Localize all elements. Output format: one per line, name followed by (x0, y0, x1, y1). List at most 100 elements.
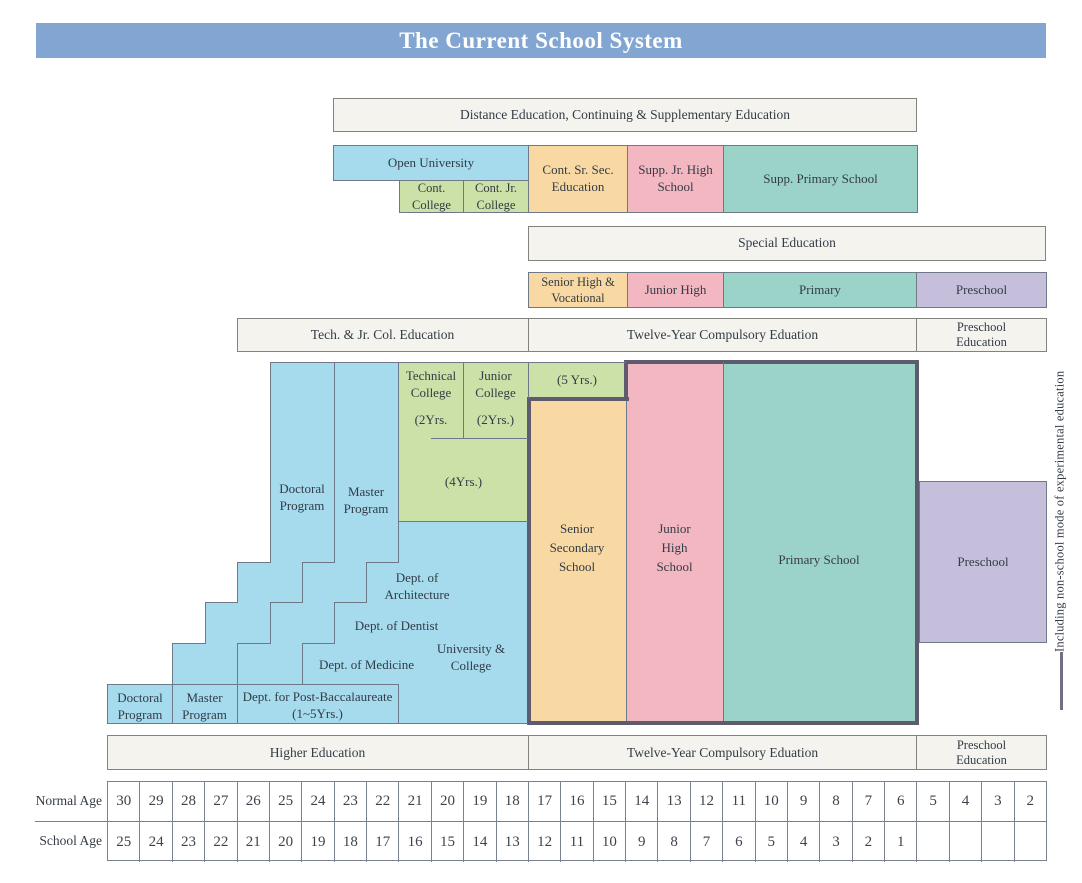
normal-age-cell: 7 (851, 782, 884, 821)
side-note-vertical-text: Including non-school mode of experimenta… (1052, 370, 1067, 652)
normal-age-cell: 18 (495, 782, 528, 821)
school-age-cell: 14 (463, 822, 495, 862)
school-age-cell: 5 (754, 822, 787, 862)
divider-line (528, 362, 529, 398)
school-age-cell: 21 (236, 822, 269, 862)
normal-age-cell: 12 (689, 782, 722, 821)
divider-line (237, 643, 271, 644)
normal-age-cell: 23 (333, 782, 366, 821)
compulsory-border-left (527, 397, 531, 725)
doctoral-program-bottom-label: Doctoral Program (117, 690, 163, 723)
open-university-label: Open University (387, 154, 475, 170)
mid-bar-twelve-year: Twelve-Year Compulsory Eduation (528, 318, 917, 352)
preschool-education-label: Preschool Education (956, 737, 1007, 767)
junior-college-yrs-label: (2Yrs.) (476, 412, 515, 427)
divider-line (237, 562, 238, 603)
normal-age-cell: 27 (204, 782, 236, 821)
normal-age-cell: 8 (819, 782, 851, 821)
divider-line (302, 562, 335, 563)
primary-school-region (723, 362, 917, 724)
divider-line (35, 821, 107, 822)
box-cont-college: Cont. College (399, 180, 464, 213)
primary-school-label: Primary School (778, 552, 860, 567)
school-age-cell: 4 (786, 822, 819, 862)
divider-line (107, 684, 399, 685)
school-age-cell: 23 (171, 822, 204, 862)
school-age-cell: 19 (301, 822, 333, 862)
mid-tech-label: Tech. & Jr. Col. Education (310, 327, 455, 342)
master-program-label: Master Program (343, 484, 389, 517)
box-cont-jr-college: Cont. Jr. College (463, 180, 529, 213)
mid-preschool-label: Preschool Education (956, 320, 1007, 349)
school-age-cell: 12 (527, 822, 560, 862)
divider-line (205, 602, 206, 644)
page-title: The Current School System (399, 27, 683, 53)
school-age-cell: 13 (495, 822, 528, 862)
school-age-cell: 1 (884, 822, 916, 862)
master-program-bottom-label: Master Program (182, 690, 227, 723)
divider-line (270, 362, 399, 363)
divider-line (626, 401, 627, 721)
divider-line (302, 562, 303, 603)
school-age-cell (916, 822, 948, 862)
five-year-jr-college-strip (528, 362, 626, 398)
special-education-bar: Special Education (528, 226, 1046, 261)
mid-bar-row (237, 318, 1047, 352)
normal-age-cell: 2 (1013, 782, 1046, 821)
mid-twelve-label: Twelve-Year Compulsory Eduation (626, 327, 819, 342)
normal-age-cell: 28 (171, 782, 204, 821)
school-age-cell: 9 (625, 822, 657, 862)
normal-age-cell: 10 (754, 782, 787, 821)
divider-line (399, 521, 528, 522)
school-age-cell: 3 (819, 822, 851, 862)
normal-age-cell: 25 (268, 782, 301, 821)
school-age-cell: 25 (116, 833, 132, 850)
divider-line (398, 684, 399, 724)
school-age-cell: 15 (430, 822, 463, 862)
school-age-cell: 16 (398, 822, 430, 862)
dept-medicine-label: Dept. of Medicine (319, 657, 414, 672)
divider-line (334, 362, 335, 562)
divider-line (431, 438, 528, 439)
school-age-label: School Age (39, 833, 102, 848)
school-age-cell: 20 (268, 822, 301, 862)
divider-line (107, 684, 108, 724)
divider-line (723, 362, 724, 721)
box-sped-senior-high: Senior High & Vocational (528, 272, 628, 308)
senior-secondary-region (528, 398, 626, 724)
cont-jr-college-label: Cont. Jr. College (474, 181, 518, 212)
box-sped-primary: Primary (723, 272, 917, 308)
dept-architecture-label: Dept. of Architecture (384, 570, 450, 603)
bottom-bar-higher: Higher Education (107, 735, 528, 770)
divider-line (107, 723, 528, 724)
school-age-cell: 10 (592, 822, 625, 862)
university-college-label: University & College (436, 641, 506, 674)
divider-line (528, 735, 529, 770)
preschool-main-label: Preschool (957, 553, 1009, 569)
higher-education-label: Higher Education (269, 744, 366, 760)
school-age-cell (1013, 822, 1046, 862)
box-supp-jr-high: Supp. Jr. High School (627, 145, 724, 213)
box-cont-sr-sec: Cont. Sr. Sec. Education (528, 145, 628, 213)
normal-age-cell: 15 (592, 782, 625, 821)
divider-line (172, 684, 173, 724)
divider-line (270, 362, 271, 562)
box-preschool-main: Preschool (919, 481, 1047, 643)
normal-age-cell: 26 (236, 782, 269, 821)
school-age-cell: 2 (851, 822, 884, 862)
bottom-bar-twelve-year: Twelve-Year Compulsory Eduation (528, 735, 917, 770)
school-age-cell: 24 (139, 822, 171, 862)
normal-age-cell: 21 (398, 782, 430, 821)
school-age-cell: 22 (204, 822, 236, 862)
school-age-cell (948, 822, 981, 862)
normal-age-cell: 16 (560, 782, 592, 821)
divider-line (302, 643, 303, 685)
school-age-cell: 11 (560, 822, 592, 862)
normal-age-cell: 4 (948, 782, 981, 821)
normal-age-cell: 19 (463, 782, 495, 821)
divider-line (270, 602, 271, 644)
box-supp-primary: Supp. Primary School (723, 145, 918, 213)
school-age-cell: 18 (333, 822, 366, 862)
school-age-cell: 6 (722, 822, 754, 862)
